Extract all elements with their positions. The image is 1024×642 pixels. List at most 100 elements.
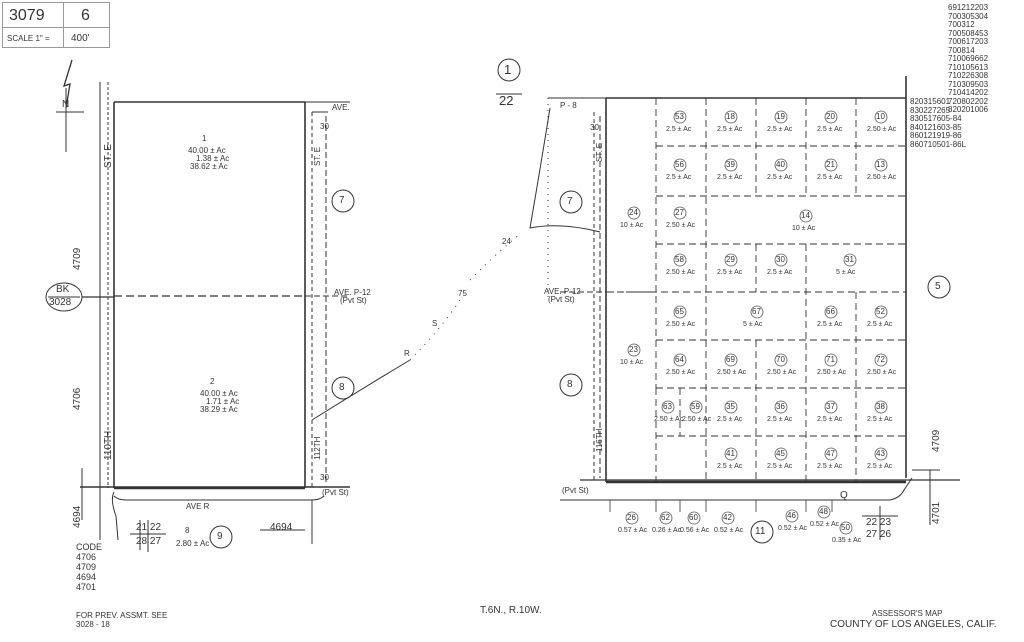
map-circle-number: 1 xyxy=(504,62,512,77)
recording-number: 820201006 xyxy=(948,105,989,114)
street-label-pvt: (Pvt St) xyxy=(562,486,589,495)
adjacent-page-11: 11 xyxy=(755,526,766,537)
code-item: 4694 xyxy=(76,572,97,582)
parcel-circle-31 xyxy=(843,253,857,267)
parcel-circle-53 xyxy=(673,110,687,124)
recording-number: 710105613 xyxy=(948,62,989,72)
parcel-circle-36 xyxy=(774,400,788,414)
parcel-70-number: 70 xyxy=(776,355,785,364)
ave-r-south-line xyxy=(113,495,325,501)
recording-number: 840121603-85 xyxy=(910,122,962,132)
parcel-circle-45 xyxy=(774,447,788,461)
footer-prev-assessment-ref: 3028 - 18 xyxy=(76,620,110,629)
recording-number: 820315601 xyxy=(910,97,951,106)
parcel-72-area: 2.50 ± Ac xyxy=(867,369,897,376)
parcel-69-number: 69 xyxy=(726,355,735,364)
dimension-30: 30 xyxy=(320,122,329,131)
parcel-62-number: 62 xyxy=(661,513,670,522)
parcel-circle-67 xyxy=(750,305,764,319)
parcel-2-area: 40.00 ± Ac xyxy=(200,389,238,398)
parcel-18-number: 18 xyxy=(726,112,735,121)
parcel-circle-26 xyxy=(625,511,639,525)
recording-number: 710309503 xyxy=(948,79,989,89)
parcel-circle-70 xyxy=(774,353,788,367)
parcel-71-area: 2.50 ± Ac xyxy=(817,369,847,376)
parcel-26-area: 0.57 ± Ac xyxy=(618,527,648,534)
dimension-4694-left: 4694 xyxy=(72,505,83,528)
recording-number: 691212203 xyxy=(948,3,989,12)
parcel-36-number: 36 xyxy=(776,402,785,411)
parcel-24-number: 24 xyxy=(629,208,638,217)
street-label-ave-p12: AVE. P-12 xyxy=(334,288,371,297)
parcel-circle-18 xyxy=(724,110,738,124)
section-corner-bottom-right: 27 26 xyxy=(866,529,892,540)
parcel-13-area: 2.50 ± Ac xyxy=(867,174,897,181)
adjacent-page-8: 8 xyxy=(339,382,345,393)
parcel-circle-65 xyxy=(673,305,687,319)
dimension-4706-left: 4706 xyxy=(72,387,83,410)
street-label-ave-r: AVE R xyxy=(186,502,210,511)
bk-number: 3028 xyxy=(49,297,72,308)
parcel-1-number: 1 xyxy=(202,134,207,143)
parcel-circle-60 xyxy=(687,511,701,525)
parcel-52-number: 52 xyxy=(876,307,885,316)
parcel-circles xyxy=(625,110,888,535)
parcel-1-net: 38.62 ± Ac xyxy=(190,162,228,171)
parcel-67-area: 5 ± Ac xyxy=(743,321,763,328)
arc-line-left xyxy=(311,359,411,421)
recording-number: 830517605-84 xyxy=(910,114,962,123)
parcel-24-area: 10 ± Ac xyxy=(620,222,644,229)
recording-number: 830227265 xyxy=(910,105,951,115)
parcel-13-number: 13 xyxy=(876,160,885,169)
code-list: CODE 4706 4709 4694 4701 xyxy=(76,542,102,592)
parcel-1-area: 40.00 ± Ac xyxy=(188,146,226,155)
road-curve-left xyxy=(111,491,119,541)
parcel-27-number: 27 xyxy=(675,208,684,217)
title-box-divider xyxy=(63,3,64,47)
parcel-14-number: 14 xyxy=(801,211,810,220)
recording-number: 700617203 xyxy=(948,37,989,46)
parcel-45-number: 45 xyxy=(776,449,785,458)
adjacent-page-8-right: 8 xyxy=(567,379,573,390)
parcel-14-area: 10 ± Ac xyxy=(792,225,816,232)
parcel-21-number: 21 xyxy=(826,160,835,169)
parcel-circle-41 xyxy=(724,447,738,461)
recording-number: 710414202 xyxy=(948,88,989,97)
dimension-30: 30 xyxy=(320,473,329,482)
section-corner-top-right: 22 23 xyxy=(866,517,892,528)
parcel-circle-37 xyxy=(824,400,838,414)
parcel-45-area: 2.5 ± Ac xyxy=(767,463,793,470)
title-box-divider xyxy=(3,27,109,28)
recording-number: 710226308 xyxy=(948,71,989,80)
arc-dotted xyxy=(409,299,461,361)
parcel-1-sub: 1.38 ± Ac xyxy=(196,154,230,163)
street-label-ave-p12-sub: (Pvt St) xyxy=(340,296,367,305)
parcel-66-number: 66 xyxy=(826,307,835,316)
parcel-21-area: 2.5 ± Ac xyxy=(817,174,843,181)
street-label-p8: P - 8 xyxy=(560,101,577,110)
parcel-27-area: 2.50 ± Ac xyxy=(666,222,696,229)
parcel-36-area: 2.5 ± Ac xyxy=(767,416,793,423)
parcel-65-number: 65 xyxy=(675,307,684,316)
street-label-st-e-2: ST. E xyxy=(313,146,322,166)
parcel-41-number: 41 xyxy=(726,449,735,458)
parcel-circle-42 xyxy=(721,511,735,525)
recording-number: 860710501-86L xyxy=(910,139,967,149)
parcel-23-number: 23 xyxy=(629,345,638,354)
parcel-64-area: 2.50 ± Ac xyxy=(666,369,696,376)
scale-label: SCALE 1" = xyxy=(7,34,50,43)
parcel-63-number: 63 xyxy=(663,402,672,411)
parcel-60-number: 60 xyxy=(689,513,698,522)
arc-label-75: 75 xyxy=(458,289,467,298)
right-parcel-grid xyxy=(606,98,906,482)
parcel-70-area: 2.50 ± Ac xyxy=(767,369,797,376)
parcel-circle-47 xyxy=(824,447,838,461)
map-circle-fraction: 22 xyxy=(499,93,514,108)
north-label: N xyxy=(62,99,70,110)
parcel-35-number: 35 xyxy=(726,402,735,411)
parcel-10-number: 10 xyxy=(876,112,885,121)
parcel-circle-69 xyxy=(724,353,738,367)
recording-number: 700305304 xyxy=(948,11,989,21)
parcel-46-number: 46 xyxy=(787,511,796,520)
